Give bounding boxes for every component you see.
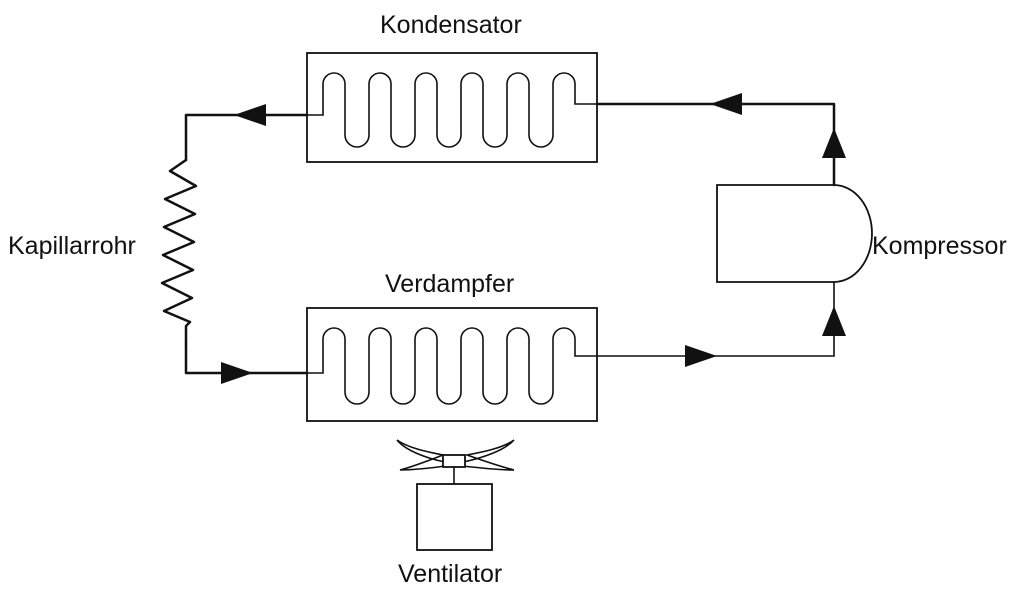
compressor	[716, 184, 873, 283]
fan	[396, 439, 515, 551]
capillary-tube	[160, 158, 198, 346]
flow-arrow-discharge-left	[710, 93, 742, 115]
condenser-label: Kondensator	[380, 11, 522, 39]
fan-hub	[442, 454, 466, 468]
capillary-outlet-line	[184, 342, 309, 375]
suction-line	[597, 282, 835, 357]
liquid-line	[184, 113, 309, 162]
evaporator	[306, 307, 598, 422]
condenser	[306, 52, 598, 163]
compressor-body	[716, 184, 873, 283]
condenser-coil	[307, 72, 597, 148]
evaporator-label: Verdampfer	[385, 270, 514, 298]
fan-label: Ventilator	[398, 560, 502, 588]
evaporator-coil	[307, 327, 597, 405]
flow-arrow-suction-right	[685, 345, 717, 367]
capillary-tube-label: Kapillarrohr	[8, 232, 136, 260]
flow-arrow-capillary-outlet-right	[221, 362, 253, 384]
discharge-line	[595, 102, 836, 187]
flow-arrow-discharge-up	[822, 128, 846, 158]
compressor-label: Kompressor	[872, 232, 1007, 260]
flow-arrow-liquid-left	[234, 104, 266, 126]
fan-motor	[416, 483, 493, 551]
fan-blade-right	[462, 439, 515, 471]
flow-arrow-suction-up	[822, 306, 846, 336]
fan-blade-left	[396, 439, 446, 471]
